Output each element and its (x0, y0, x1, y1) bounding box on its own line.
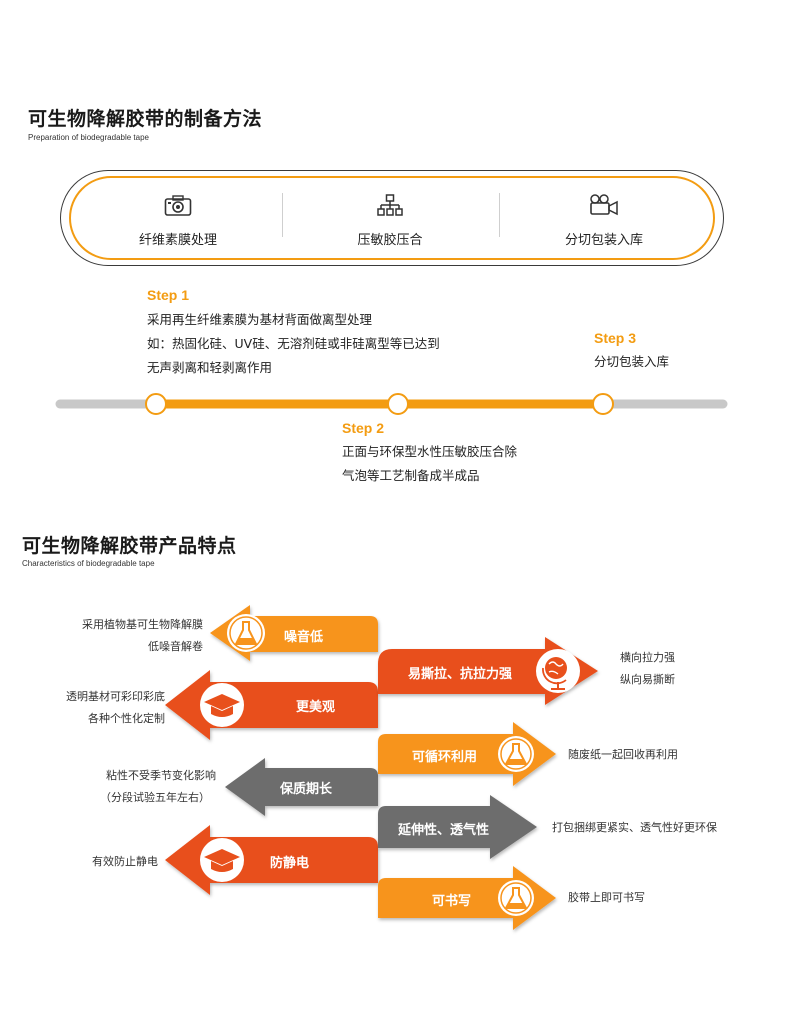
process-label-1: 纤维素膜处理 (138, 233, 217, 248)
feature-desc-beauty-2: 各种个性化定制 (88, 712, 165, 725)
feature-desc-shelf-1: 粘性不受季节变化影响 (106, 769, 216, 782)
arrow-extend (378, 795, 537, 859)
arrow-shelf-life (225, 758, 378, 816)
step2-line-1: 正面与环保型水性压敏胶压合除 (342, 444, 518, 459)
section2-title: 可生物降解胶带产品特点 (22, 535, 237, 557)
feature-desc-antistatic-1: 有效防止静电 (92, 855, 158, 868)
feature-label-write: 可书写 (432, 894, 472, 909)
graduation-cap-icon (200, 838, 244, 882)
process-pill-inner (69, 176, 715, 260)
arrow-beautiful (165, 670, 378, 740)
process-label-2: 压敏胶压合 (357, 233, 423, 248)
flask-icon (498, 880, 534, 916)
feature-label-tear: 易撕拉、抗拉力强 (408, 667, 513, 682)
globe-icon (536, 649, 580, 693)
section2-subtitle: Characteristics of biodegradable tape (22, 559, 155, 568)
feature-label-shelf-life: 保质期长 (280, 782, 333, 797)
step1-title: Step 1 (147, 287, 190, 303)
flask-icon (498, 736, 534, 772)
video-camera-icon (590, 194, 618, 216)
process-divider (282, 193, 283, 237)
step2-title: Step 2 (342, 420, 385, 436)
feature-desc-recycle-1: 随废纸一起回收再利用 (568, 748, 678, 761)
feature-desc-tear-1: 横向拉力强 (620, 651, 675, 664)
section1-title: 可生物降解胶带的制备方法 (28, 108, 263, 130)
step2-line-2: 气泡等工艺制备成半成品 (342, 468, 480, 483)
section1-subtitle: Preparation of biodegradable tape (28, 133, 149, 142)
step3-line-1: 分切包装入库 (594, 354, 670, 369)
feature-desc-tear-2: 纵向易撕断 (620, 673, 675, 686)
step3-title: Step 3 (594, 330, 637, 346)
feature-desc-extend-1: 打包捆绑更紧实、透气性好更环保 (552, 821, 717, 834)
feature-desc-noise-2: 低噪音解卷 (148, 640, 203, 653)
process-divider (499, 193, 500, 237)
process-label-3: 分切包装入库 (564, 233, 643, 248)
camera-icon (164, 195, 192, 216)
process-pill-outer (60, 170, 724, 266)
feature-label-extend: 延伸性、透气性 (398, 823, 490, 838)
feature-desc-noise-1: 采用植物基可生物降解膜 (82, 618, 203, 631)
graduation-cap-icon (200, 683, 244, 727)
step1-line-3: 无声剥离和轻剥离作用 (147, 360, 273, 375)
timeline (55, 393, 728, 415)
features-arrow-diagram (165, 605, 598, 930)
hierarchy-icon (377, 194, 403, 216)
step1-line-2: 如：热固化硅、UV硅、无溶剂硅或非硅离型等已达到 (147, 336, 440, 351)
feature-label-antistatic: 防静电 (270, 856, 310, 871)
flask-icon (227, 614, 265, 652)
feature-label-beauty: 更美观 (296, 700, 336, 715)
feature-label-noise: 噪音低 (284, 630, 324, 645)
feature-desc-write-1: 胶带上即可书写 (568, 891, 645, 904)
feature-label-recycle: 可循环利用 (412, 750, 478, 765)
arrow-tear (378, 637, 598, 705)
feature-desc-shelf-2: （分段试验五年左右） (100, 791, 210, 804)
feature-desc-beauty-1: 透明基材可彩印彩底 (66, 690, 165, 703)
step1-line-1: 采用再生纤维素膜为基材背面做离型处理 (147, 312, 373, 327)
